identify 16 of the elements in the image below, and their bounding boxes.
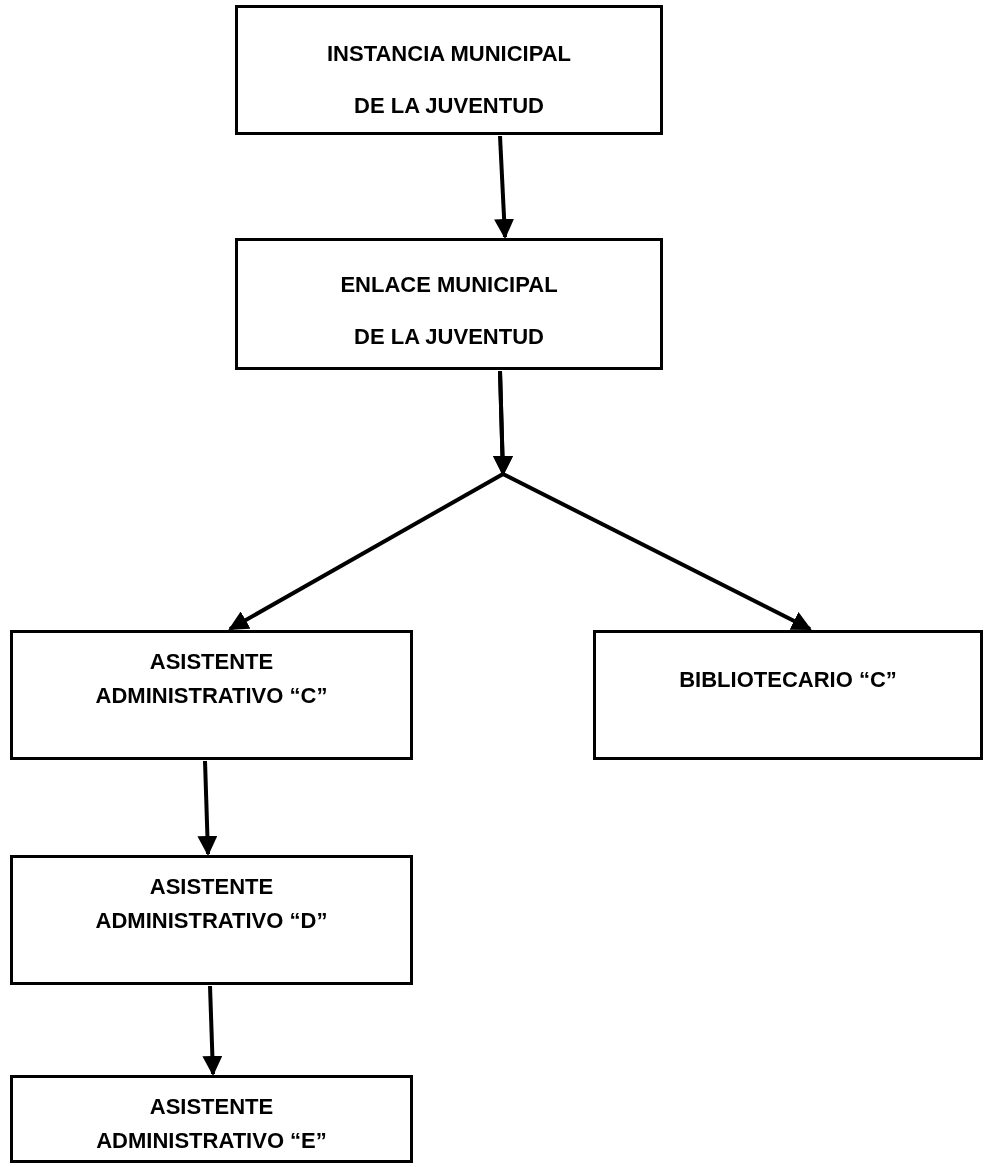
arrow (494, 135, 515, 239)
arrow (493, 370, 811, 631)
position-title: ASISTENTE ADMINISTRATIVO “E” (95, 1093, 328, 1155)
position-title: ASISTENTE ADMINISTRATIVO “D” (94, 873, 329, 935)
position-title: BIBLIOTECARIO “C” (679, 666, 897, 694)
position-title: ASISTENTE ADMINISTRATIVO “C” (94, 648, 329, 710)
position-title: ENLACE MUNICIPAL DE LA JUVENTUD (339, 271, 559, 351)
arrow (197, 760, 218, 856)
arrow (202, 985, 223, 1076)
org-box (10, 855, 413, 985)
org-box (10, 1075, 413, 1163)
org-box (235, 5, 663, 135)
org-box (235, 238, 663, 370)
org-box (10, 630, 413, 760)
org-box (593, 630, 983, 760)
position-title: INSTANCIA MUNICIPAL DE LA JUVENTUD (326, 40, 572, 120)
